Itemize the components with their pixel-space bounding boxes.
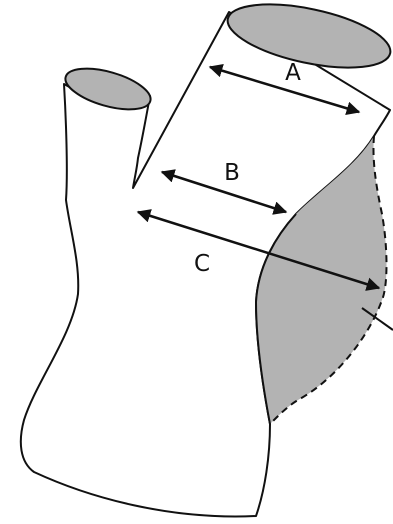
label-c: C bbox=[194, 251, 210, 277]
label-a: A bbox=[285, 60, 301, 86]
label-b: B bbox=[224, 160, 240, 186]
